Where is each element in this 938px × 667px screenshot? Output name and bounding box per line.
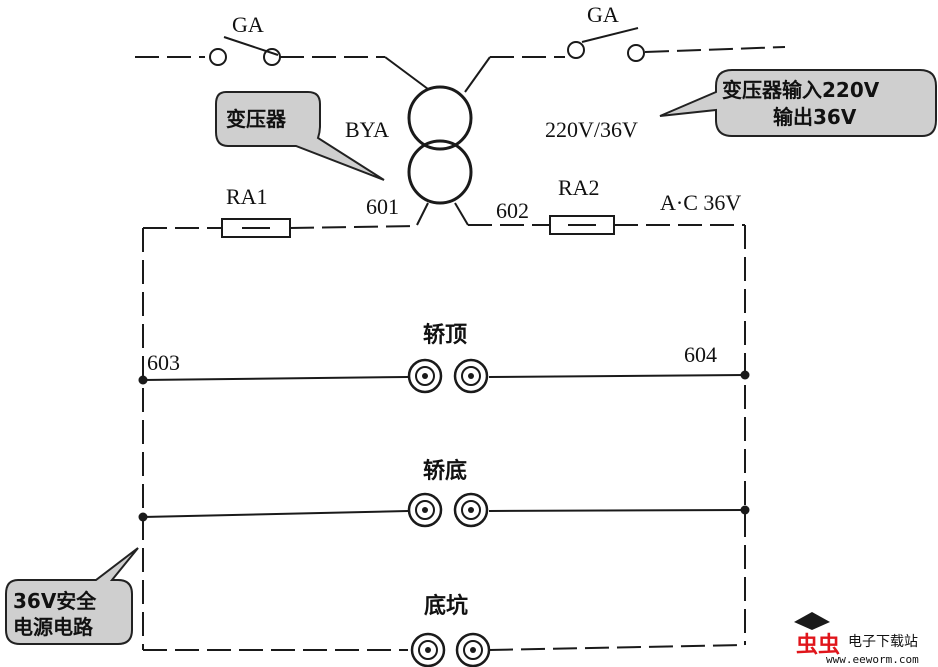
socket-car-bottom xyxy=(407,492,489,528)
branch-car-top xyxy=(138,358,750,394)
terminal-603: 603 xyxy=(147,350,180,375)
primary-right-line xyxy=(464,27,786,93)
ga-right-blade xyxy=(581,27,639,43)
watermark-url: www.eeworm.com xyxy=(826,653,919,666)
socket-car-top-label: 轿顶 xyxy=(423,322,467,348)
callout-output-text: 输出36V xyxy=(773,105,857,129)
primary-left-line xyxy=(135,36,433,93)
ga-right-contact-a xyxy=(567,41,585,59)
watermark: 虫虫 电子下载站 www.eeworm.com xyxy=(794,612,919,666)
callout-input-output: 变压器输入220V 输出36V xyxy=(659,69,937,137)
terminal-604: 604 xyxy=(684,342,717,367)
ga-right-contact-b xyxy=(627,44,645,62)
callout-input-text: 变压器输入220V xyxy=(722,78,880,102)
ga-left-contact-a xyxy=(209,48,227,66)
socket-car-top xyxy=(407,358,489,394)
transformer-ratio: 220V/36V xyxy=(545,117,638,142)
socket-pit-label: 底坑 xyxy=(424,593,468,619)
ga-left-label: GA xyxy=(232,12,264,37)
ga-right-label: GA xyxy=(587,2,619,27)
transformer-label: BYA xyxy=(345,117,389,142)
callout-safety-circuit: 36V安全 电源电路 xyxy=(5,547,139,645)
node-603 xyxy=(138,375,148,385)
graduation-cap-icon xyxy=(794,612,830,630)
watermark-name: 电子下载站 xyxy=(848,634,918,650)
transformer-secondary-coil xyxy=(407,139,473,205)
transformer-bya xyxy=(407,85,473,205)
node-604 xyxy=(740,370,750,380)
callout-safety-text-1: 36V安全 xyxy=(13,589,97,613)
terminal-601: 601 xyxy=(366,194,399,219)
node-left-mid xyxy=(138,512,148,522)
socket-car-bottom-label: 轿底 xyxy=(423,458,467,484)
transformer-primary-coil xyxy=(407,85,473,151)
supply-voltage-label: A·C 36V xyxy=(660,190,741,215)
socket-pit xyxy=(410,632,491,667)
fuse-ra2-label: RA2 xyxy=(558,175,600,200)
callout-transformer-text: 变压器 xyxy=(226,107,287,131)
callout-safety-text-2: 电源电路 xyxy=(13,615,94,639)
branch-car-bottom xyxy=(138,492,750,528)
watermark-logo: 虫虫 xyxy=(796,632,840,658)
fuse-ra1-label: RA1 xyxy=(226,184,268,209)
callout-transformer: 变压器 xyxy=(215,91,385,181)
node-right-mid xyxy=(740,505,750,515)
ga-left-blade xyxy=(223,36,279,56)
terminal-602: 602 xyxy=(496,198,529,223)
branch-pit xyxy=(143,632,746,667)
